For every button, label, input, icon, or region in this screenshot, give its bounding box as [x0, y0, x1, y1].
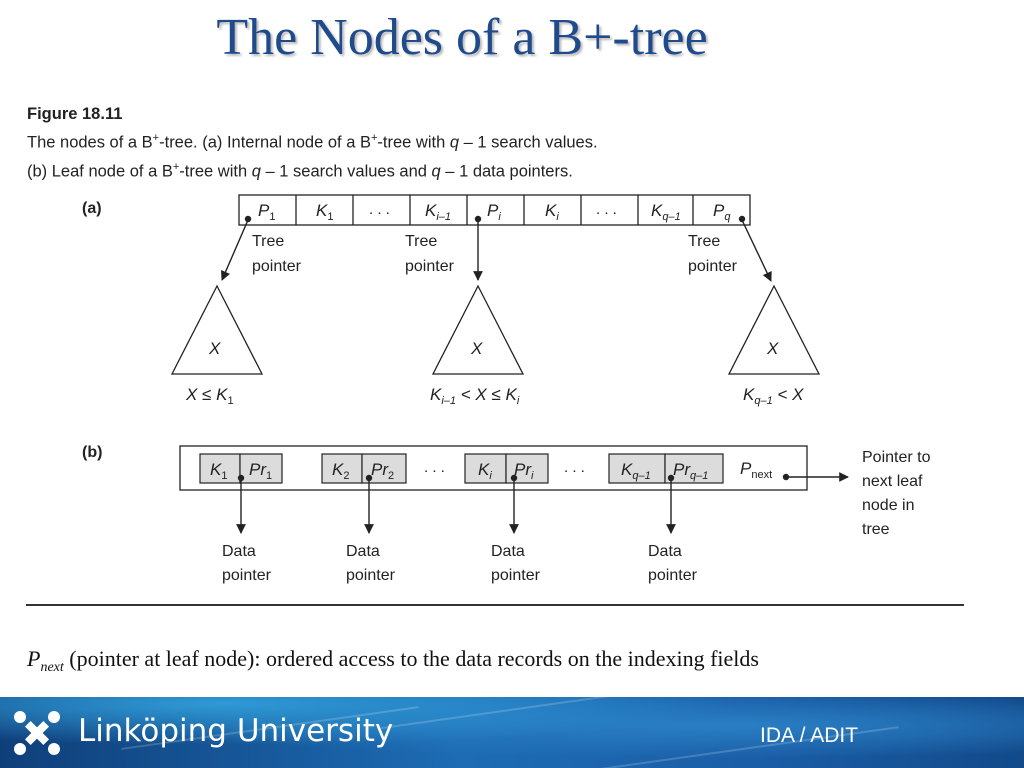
- tree-pointer-arrows: [221, 219, 772, 282]
- subtree-condition-1: X ≤ K1: [185, 385, 234, 407]
- footnote: Pnext (pointer at leaf node): ordered ac…: [27, 646, 759, 676]
- subtree-condition-3: Kq–1 < X: [743, 385, 804, 407]
- department-label: IDA / ADIT: [760, 724, 859, 747]
- subtree-condition-2: Ki–1 < X ≤ Ki: [430, 385, 520, 407]
- leaf-key-2: K2: [332, 460, 349, 482]
- bplus-tree-diagram: (a) (b) P1 K1 . . . Ki–1 Pi Ki . . . Kq–…: [82, 194, 931, 584]
- figure-divider: [26, 604, 964, 606]
- internal-cell-ki-1: Ki–1: [425, 201, 451, 223]
- leaf-record-pointer-i: Pri: [514, 460, 534, 482]
- part-b-label: (b): [82, 444, 102, 461]
- data-pointer-arrows: [236, 472, 849, 534]
- leaf-record-pointer-1: Pr1: [249, 460, 272, 482]
- leaf-key-1: K1: [210, 460, 227, 482]
- leaf-record-pointer-q-1: Prq–1: [673, 460, 708, 482]
- subtree-triangles: [170, 284, 821, 375]
- internal-cell-pq: Pq: [713, 201, 731, 223]
- internal-cell-pi: Pi: [487, 201, 501, 223]
- subtree-symbol-3: X: [766, 339, 779, 358]
- subtree-symbol-2: X: [470, 339, 483, 358]
- subtree-symbol-1: X: [208, 339, 221, 358]
- leaf-ellipsis-1: . . .: [424, 459, 445, 476]
- internal-cell-k1: K1: [316, 201, 333, 223]
- internal-cell-ellipsis-2: . . .: [596, 201, 617, 218]
- leaf-pnext: Pnext: [740, 459, 772, 481]
- leaf-node: K1 Pr1 K2 Pr2 Ki Pri Kq–1 Prq–1 . . . . …: [179, 445, 808, 491]
- leaf-ellipsis-2: . . .: [564, 459, 585, 476]
- internal-cell-ki: Ki: [545, 201, 559, 223]
- caption-line-2: (b) Leaf node of a B+-tree with q – 1 se…: [27, 160, 573, 181]
- footer-bar: Linköping University IDA / ADIT: [0, 697, 1024, 768]
- leaf-record-pointer-2: Pr2: [371, 460, 394, 482]
- slide-title: The Nodes of a B+-tree: [216, 9, 708, 66]
- university-name: Linköping University: [78, 713, 394, 749]
- leaf-key-q-1: Kq–1: [621, 460, 651, 482]
- caption-line-1: The nodes of a B+-tree. (a) Internal nod…: [27, 132, 598, 152]
- internal-node: P1 K1 . . . Ki–1 Pi Ki . . . Kq–1 Pq: [238, 194, 751, 226]
- figure-caption: Figure 18.11 The nodes of a B+-tree. (a)…: [27, 102, 598, 183]
- figure-label: Figure 18.11: [27, 105, 123, 123]
- internal-cell-ellipsis-1: . . .: [369, 201, 390, 218]
- internal-cell-kq-1: Kq–1: [651, 201, 681, 223]
- part-a-label: (a): [82, 200, 102, 217]
- leaf-key-i: Ki: [478, 460, 492, 482]
- internal-cell-p1: P1: [258, 201, 275, 223]
- university-logo-icon: [14, 711, 60, 755]
